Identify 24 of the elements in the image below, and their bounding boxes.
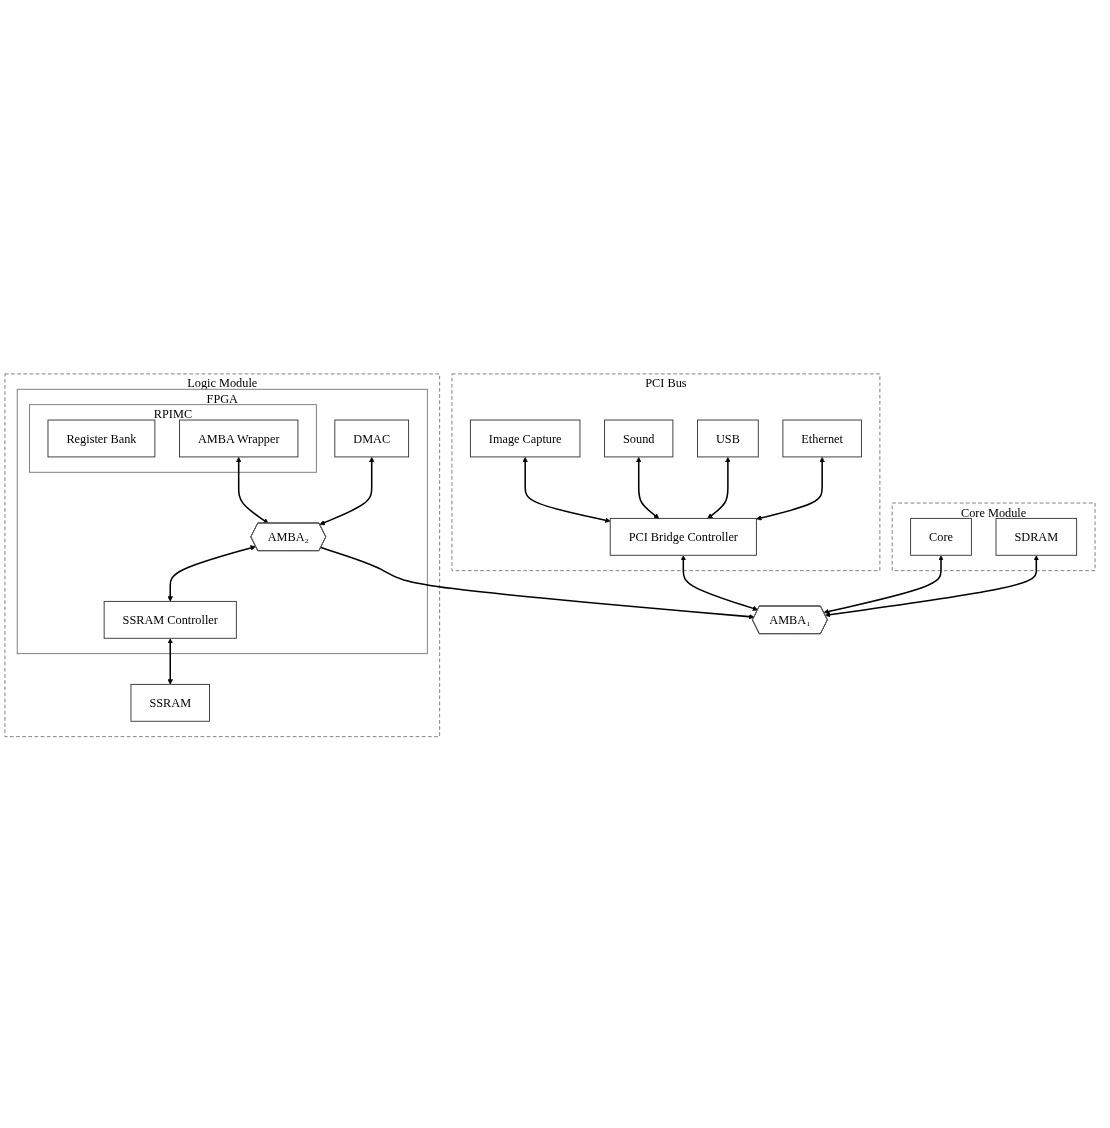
arrow — [167, 545, 256, 602]
node-box: Sound — [604, 419, 674, 458]
arrow — [320, 546, 755, 620]
arrow — [522, 456, 611, 523]
arrow — [319, 456, 375, 525]
node-box: PCI Bridge Controller — [609, 517, 757, 556]
node-box: Register Bank — [47, 419, 156, 458]
arrow — [167, 638, 173, 685]
arrow — [636, 456, 660, 519]
arrow — [823, 555, 944, 614]
arrow — [825, 555, 1039, 618]
node-box: SDRAM — [995, 517, 1078, 556]
node-box: SSRAM — [130, 683, 210, 722]
node-box: Image Capture — [469, 419, 581, 458]
node-box: Ethernet — [782, 419, 862, 458]
arrow — [756, 456, 825, 521]
node-box: SSRAM Controller — [103, 600, 237, 639]
arrow — [707, 456, 731, 519]
arrow — [680, 555, 759, 611]
node-box: DMAC — [334, 419, 410, 458]
arrow — [236, 456, 269, 524]
node-box: AMBA Wrapper — [179, 419, 299, 458]
node-box: USB — [697, 419, 759, 458]
node-box: Core — [910, 517, 972, 556]
